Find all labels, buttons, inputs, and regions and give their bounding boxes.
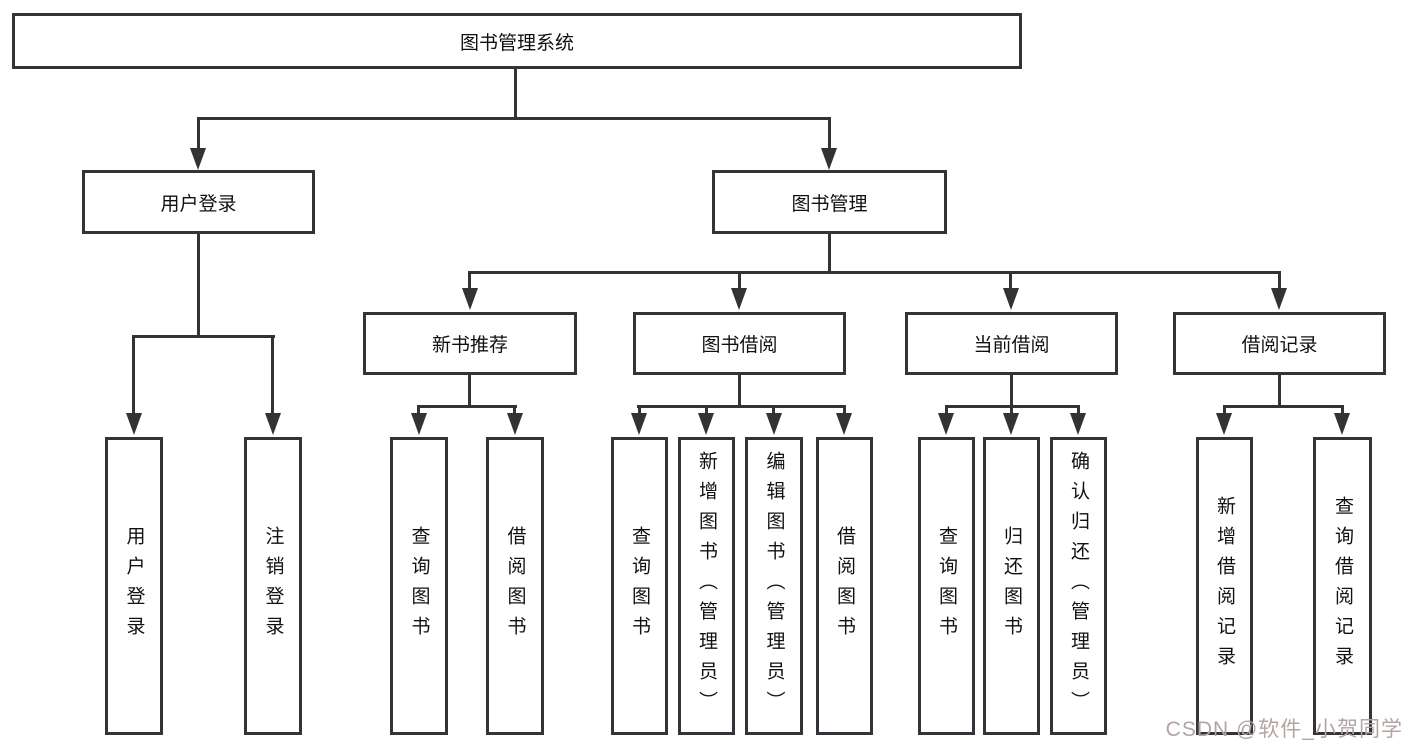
line [1223, 405, 1343, 408]
line [772, 405, 775, 415]
leaf-user-login: 用户登录 [105, 437, 163, 735]
leaf-borrow-query: 查询图书 [611, 437, 668, 735]
arrow-down-icon [1271, 288, 1287, 310]
node-book-management: 图书管理 [712, 170, 947, 234]
node-label: 图书借阅 [701, 335, 778, 356]
leaf-label: 新增图书（管理员） [696, 451, 717, 721]
line [1341, 405, 1344, 415]
leaf-label: 查询图书 [629, 526, 650, 646]
arrow-down-icon [1003, 413, 1019, 435]
arrow-down-icon [507, 413, 523, 435]
line [1009, 271, 1012, 290]
leaf-record-query: 查询借阅记录 [1313, 437, 1372, 735]
line [197, 117, 200, 150]
node-new-book-recommend: 新书推荐 [363, 312, 577, 375]
line [1010, 405, 1013, 415]
arrow-down-icon [938, 413, 954, 435]
leaf-label: 新增借阅记录 [1214, 496, 1235, 676]
leaf-borrow-add-admin: 新增图书（管理员） [678, 437, 735, 735]
arrow-down-icon [1216, 413, 1232, 435]
leaf-record-add: 新增借阅记录 [1196, 437, 1253, 735]
node-label: 新书推荐 [431, 335, 508, 356]
line [197, 117, 831, 120]
node-label: 当前借阅 [973, 335, 1050, 356]
arrow-down-icon [836, 413, 852, 435]
line [1223, 405, 1226, 415]
line [197, 234, 200, 338]
node-current-borrow: 当前借阅 [905, 312, 1118, 375]
line [1278, 271, 1281, 290]
line [828, 234, 831, 274]
node-label: 图书管理系统 [459, 32, 574, 54]
line [638, 405, 641, 415]
line [514, 68, 517, 119]
leaf-newbook-query: 查询图书 [390, 437, 448, 735]
node-label: 借阅记录 [1241, 335, 1318, 356]
line [1278, 375, 1281, 408]
line [417, 405, 517, 408]
leaf-label: 借阅图书 [504, 526, 526, 646]
watermark: CSDN @软件_小贺同学 [1165, 718, 1403, 741]
line [637, 405, 845, 408]
arrow-down-icon [462, 288, 478, 310]
arrow-down-icon [698, 413, 714, 435]
leaf-current-query: 查询图书 [918, 437, 975, 735]
line [132, 335, 275, 338]
arrow-down-icon [265, 413, 281, 435]
line [738, 271, 741, 290]
line [705, 405, 708, 415]
arrow-down-icon [631, 413, 647, 435]
leaf-label: 注销登录 [262, 526, 284, 646]
line [945, 405, 948, 415]
line [513, 405, 516, 415]
node-root-library-system: 图书管理系统 [12, 13, 1022, 69]
arrow-down-icon [731, 288, 747, 310]
leaf-borrow-edit-admin: 编辑图书（管理员） [745, 437, 803, 735]
node-label: 用户登录 [160, 193, 237, 215]
node-book-borrow: 图书借阅 [633, 312, 846, 375]
node-user-login: 用户登录 [82, 170, 315, 234]
line [738, 375, 741, 408]
leaf-borrow-book: 借阅图书 [816, 437, 873, 735]
leaf-current-confirm-admin: 确认归还（管理员） [1050, 437, 1107, 735]
line [468, 271, 471, 290]
line [843, 405, 846, 415]
arrow-down-icon [1070, 413, 1086, 435]
leaf-label: 确认归还（管理员） [1068, 451, 1089, 721]
line [417, 405, 420, 415]
node-label: 图书管理 [791, 193, 868, 215]
arrow-down-icon [1334, 413, 1350, 435]
line [1010, 375, 1013, 408]
line [132, 335, 135, 415]
line [271, 335, 274, 415]
arrow-down-icon [821, 148, 837, 170]
leaf-label: 查询借阅记录 [1332, 496, 1353, 676]
arrow-down-icon [411, 413, 427, 435]
leaf-current-return: 归还图书 [983, 437, 1040, 735]
arrow-down-icon [190, 148, 206, 170]
line [1077, 405, 1080, 415]
leaf-label: 用户登录 [123, 526, 145, 646]
leaf-label: 查询图书 [408, 526, 430, 646]
leaf-label: 归还图书 [1001, 526, 1022, 646]
line [468, 271, 1281, 274]
arrow-down-icon [126, 413, 142, 435]
leaf-label: 编辑图书（管理员） [763, 451, 785, 721]
leaf-logout: 注销登录 [244, 437, 302, 735]
leaf-newbook-borrow: 借阅图书 [486, 437, 544, 735]
leaf-label: 查询图书 [936, 526, 957, 646]
node-borrow-record: 借阅记录 [1173, 312, 1386, 375]
leaf-label: 借阅图书 [834, 526, 855, 646]
line [828, 117, 831, 150]
line [468, 375, 471, 408]
arrow-down-icon [1003, 288, 1019, 310]
arrow-down-icon [766, 413, 782, 435]
